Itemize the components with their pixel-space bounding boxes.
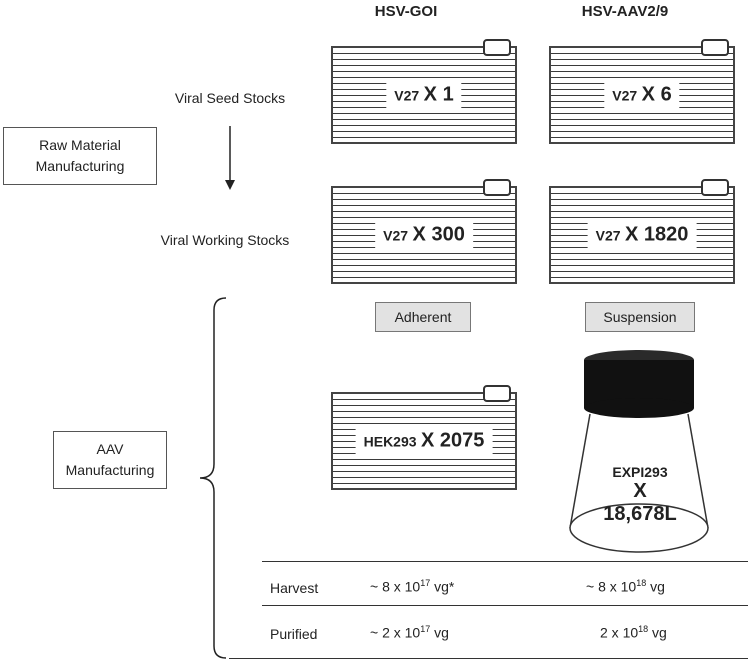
flask-seed-hsv-goi: V27 X 1	[331, 39, 517, 144]
bioreactor-cell-line: EXPI293	[612, 464, 668, 480]
value-unit: vg*	[430, 578, 455, 595]
raw-material-label: Raw Material Manufacturing	[35, 137, 125, 174]
flask-seed-hsv-aav: V27 X 6	[549, 39, 735, 144]
value-exponent: 17	[420, 578, 431, 588]
flask-cap-icon	[483, 385, 511, 402]
flask-name: HEK293	[363, 433, 417, 450]
harvest-label: Harvest	[270, 580, 319, 596]
value-exponent: 17	[420, 624, 431, 634]
value-unit: vg	[648, 624, 667, 641]
value-exponent: 18	[636, 578, 647, 588]
flask-label: V27 X 1	[386, 80, 462, 110]
raw-material-manufacturing-box: Raw Material Manufacturing	[3, 127, 157, 185]
flask-label: V27 X 6	[604, 80, 680, 110]
value-prefix: ~ 8 x 10	[370, 578, 421, 595]
flask-cap-icon	[483, 39, 511, 56]
value-unit: vg	[646, 578, 665, 595]
flask-name: V27	[394, 87, 420, 104]
value-prefix: ~ 2 x 10	[370, 624, 421, 641]
table-top-rule	[262, 561, 748, 562]
column-header-hsv-aav: HSV-AAV2/9	[581, 3, 669, 20]
aav-manufacturing-label: AAV Manufacturing	[65, 441, 155, 478]
flask-cap-icon	[701, 179, 729, 196]
row-label-working-stocks: Viral Working Stocks	[160, 232, 290, 248]
harvest-hsv-goi-value: ~ 8 x 1017 vg*	[370, 578, 454, 595]
flask-working-hsv-goi: V27 X 300	[331, 179, 517, 284]
flask-cap-icon	[483, 179, 511, 196]
bioreactor-x: X	[633, 480, 647, 502]
flask-working-hsv-aav: V27 X 1820	[549, 179, 735, 284]
value-prefix: ~ 8 x 10	[586, 578, 637, 595]
value-prefix: 2 x 10	[600, 624, 639, 641]
flask-label: V27 X 300	[375, 220, 473, 250]
adherent-tag: Adherent	[375, 302, 471, 332]
column-header-hsv-goi: HSV-GOI	[374, 3, 438, 20]
flask-name: V27	[612, 87, 638, 104]
flask-multiplier: X 6	[641, 83, 672, 106]
flask-label: V27 X 1820	[587, 220, 697, 250]
flask-multiplier: X 1820	[624, 223, 689, 246]
flask-multiplier: X 300	[412, 223, 465, 246]
table-middle-rule	[262, 605, 748, 606]
value-exponent: 18	[638, 624, 649, 634]
bracket-icon	[199, 297, 227, 659]
flask-multiplier: X 1	[423, 83, 454, 106]
row-label-seed-stocks: Viral Seed Stocks	[174, 90, 286, 106]
flask-hek293: HEK293 X 2075	[331, 385, 517, 490]
value-unit: vg	[430, 624, 449, 641]
purified-label: Purified	[270, 626, 318, 642]
flask-multiplier: X 2075	[420, 429, 485, 452]
flask-label: HEK293 X 2075	[355, 426, 493, 456]
bioreactor-label: EXPI293 X 18,678L	[590, 464, 690, 526]
purified-hsv-goi-value: ~ 2 x 1017 vg	[370, 624, 449, 641]
bioreactor-flask-icon	[569, 350, 709, 553]
down-arrow-icon	[225, 126, 235, 190]
suspension-tag: Suspension	[585, 302, 695, 332]
flask-name: V27	[595, 227, 621, 244]
table-bottom-rule	[229, 658, 748, 659]
harvest-hsv-aav-value: ~ 8 x 1018 vg	[586, 578, 665, 595]
flask-cap-icon	[701, 39, 729, 56]
purified-hsv-aav-value: 2 x 1018 vg	[600, 624, 667, 641]
bioreactor-volume: 18,678L	[603, 503, 677, 525]
flask-name: V27	[383, 227, 409, 244]
aav-manufacturing-box: AAV Manufacturing	[53, 431, 167, 489]
